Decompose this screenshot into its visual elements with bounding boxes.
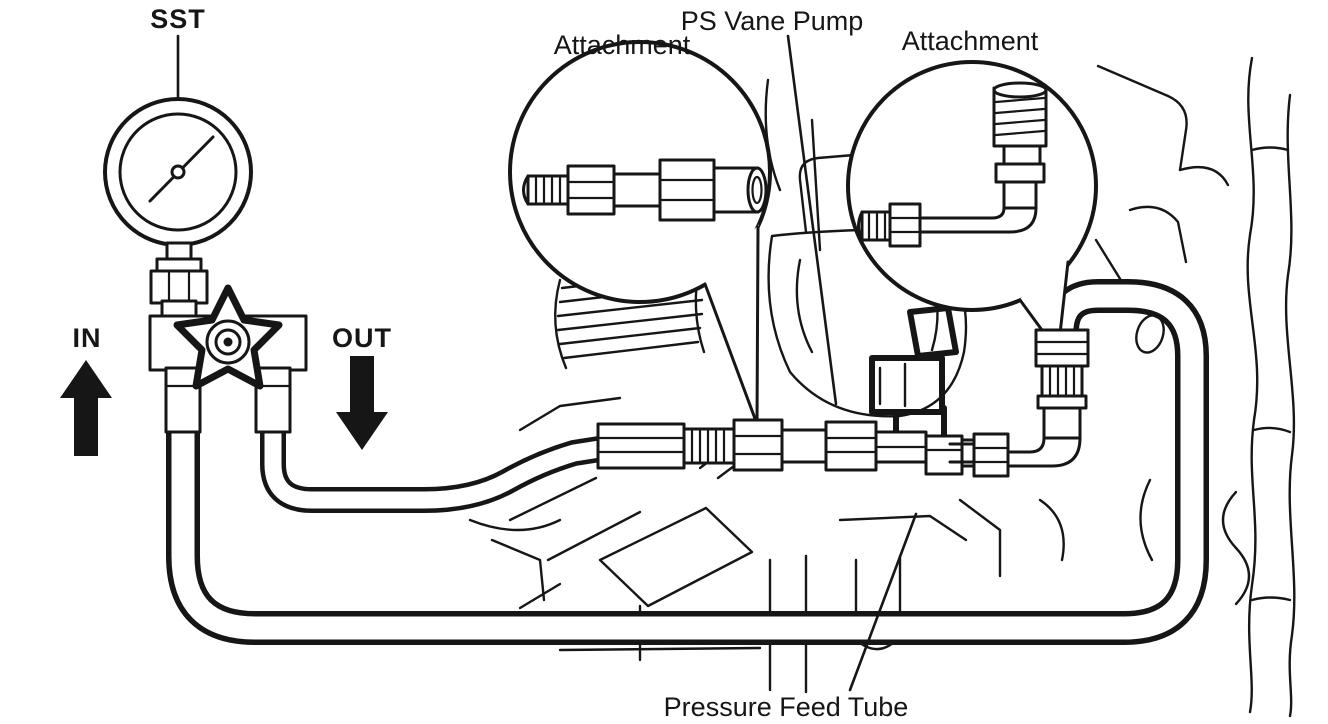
gauge-out-hose <box>260 430 609 513</box>
label-pressure-feed-tube: Pressure Feed Tube <box>664 692 909 722</box>
label-in: IN <box>73 323 102 353</box>
pressure-feed-tube-leader-line <box>848 512 918 692</box>
label-sst: SST <box>150 4 206 34</box>
sst-gauge-assembly <box>103 34 253 319</box>
callout-attachment-right <box>846 60 1098 355</box>
in-flow-arrow <box>60 360 112 456</box>
label-attachment-left: Attachment <box>554 30 691 60</box>
label-attachment-right: Attachment <box>902 26 1039 56</box>
union-fitting-drawing <box>522 158 768 222</box>
label-ps-vane-pump: PS Vane Pump <box>681 6 864 36</box>
elbow-union-fitting <box>948 328 1090 478</box>
engine-background <box>468 56 1296 718</box>
gauge-in-hose <box>166 279 1209 645</box>
out-flow-arrow <box>336 356 388 450</box>
ps-vane-pump-leader-line <box>786 34 838 406</box>
elbow-fitting-drawing <box>857 81 1048 248</box>
label-out: OUT <box>332 323 392 353</box>
callout-attachment-left <box>508 40 772 426</box>
pressure-feed-tube-assembly <box>596 418 990 476</box>
valve-knob <box>173 284 283 390</box>
callout-circle-left <box>508 40 772 304</box>
control-valve <box>148 284 308 434</box>
